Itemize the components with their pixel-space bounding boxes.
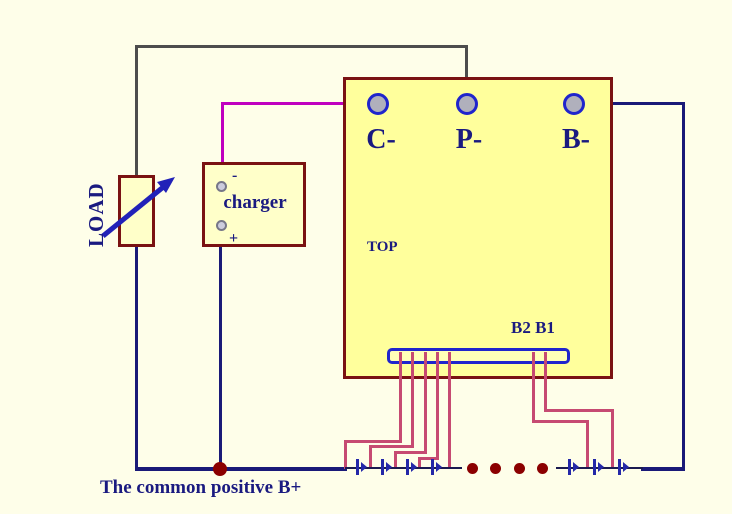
battery-cell-positive-plate (381, 459, 384, 475)
charger-negative-sign: - (232, 167, 238, 184)
wire-load-to-p-vertical-right (465, 45, 468, 105)
balance-wire-b2 (586, 420, 589, 469)
terminal-b-minus (563, 93, 585, 115)
battery-cell-negative-plate (411, 462, 417, 472)
bms-board (343, 77, 613, 379)
common-positive-caption: The common positive B+ (100, 477, 302, 498)
battery-cell-negative-plate (573, 462, 579, 472)
bus-junction-dot (213, 462, 227, 476)
battery-cells-left (345, 459, 465, 477)
terminal-c-minus (367, 93, 389, 115)
balance-connector-label: B2 B1 (511, 318, 555, 337)
wire-b-minus-horizontal-top (582, 102, 685, 105)
battery-cell-positive-plate (356, 459, 359, 475)
battery-cell-positive-plate (431, 459, 434, 475)
charger-positive-sign: + (229, 230, 239, 247)
balance-wire-b1 (544, 409, 614, 412)
balance-connector (387, 348, 570, 364)
balance-wire-b2 (532, 420, 589, 423)
balance-wire-2 (369, 445, 372, 469)
wire-b-minus-horizontal-bottom (641, 467, 685, 471)
battery-cell-negative-plate (598, 462, 604, 472)
load-label: LOAD (84, 182, 108, 247)
terminal-label-b-minus: B- (562, 124, 590, 155)
hidden-cells-dot (537, 463, 548, 474)
battery-chain-wire-left (345, 467, 462, 469)
battery-cell-positive-plate (406, 459, 409, 475)
charger-label: charger (223, 192, 287, 213)
terminal-p-minus (456, 93, 478, 115)
wire-common-positive-bus (135, 467, 347, 471)
balance-wire-b1 (611, 409, 614, 469)
charger-positive-terminal (216, 220, 227, 231)
wire-charger-to-c-vertical (221, 102, 224, 186)
wire-charger-positive (219, 230, 222, 470)
balance-wire-1 (344, 440, 347, 469)
hidden-cells-dot (490, 463, 501, 474)
terminal-label-p-minus: P- (455, 124, 483, 155)
hidden-cells-dots (467, 463, 552, 475)
balance-wire-2 (369, 445, 414, 448)
battery-cell-positive-plate (618, 459, 621, 475)
battery-cell-positive-plate (593, 459, 596, 475)
hidden-cells-dot (514, 463, 525, 474)
battery-cell-negative-plate (436, 462, 442, 472)
wire-charger-to-c-horizontal (221, 102, 379, 105)
wire-load-bottom (135, 247, 138, 471)
wire-b-minus-vertical (682, 102, 685, 470)
battery-cell-negative-plate (361, 462, 367, 472)
balance-wire-3 (424, 352, 427, 451)
balance-wire-5 (448, 352, 451, 469)
balance-wire-3 (394, 451, 427, 454)
balance-wire-b2 (532, 352, 535, 420)
balance-wire-2 (411, 352, 414, 445)
balance-wire-4 (436, 352, 439, 457)
charger-negative-terminal (216, 181, 227, 192)
wire-load-to-p-horizontal (135, 45, 468, 48)
balance-wire-1 (344, 440, 402, 443)
hidden-cells-dot (467, 463, 478, 474)
variable-load-arrow-icon (101, 177, 175, 238)
battery-cell-negative-plate (623, 462, 629, 472)
balance-wire-4 (418, 457, 439, 460)
terminal-label-c-minus: C- (366, 124, 396, 155)
balance-wire-3 (394, 451, 397, 469)
charger-box (202, 162, 306, 247)
wire-load-to-p-vertical-left (135, 45, 138, 175)
balance-wire-1 (399, 352, 402, 440)
battery-cells-right (557, 459, 647, 477)
battery-cell-negative-plate (386, 462, 392, 472)
balance-wire-b1 (544, 352, 547, 409)
board-top-label: TOP (367, 239, 398, 255)
balance-wire-4 (418, 457, 421, 469)
battery-cell-positive-plate (568, 459, 571, 475)
